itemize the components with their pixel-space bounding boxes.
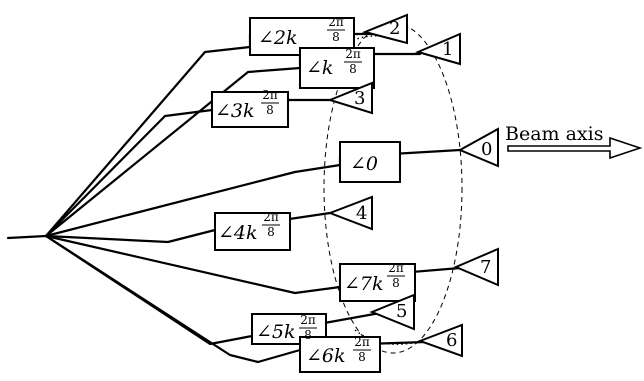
fraction-denominator: 8 [392,276,400,290]
svg-text:∠3k: ∠3k [215,100,255,122]
beam-axis: Beam axis [505,123,643,160]
svg-text:5: 5 [396,301,407,322]
antenna-7: 7 [453,247,499,287]
fraction-numerator: 2π [262,88,278,102]
svg-text:6: 6 [446,330,457,351]
fraction-denominator: 8 [332,30,340,44]
phase-shifter-6: ∠6k [299,336,381,373]
antenna-4: 4 [327,195,373,231]
svg-text:∠2k: ∠2k [258,27,298,49]
phase-shifter-0: ∠0 [339,141,401,183]
fraction-7: 2π8 [387,261,405,290]
svg-text:0: 0 [481,139,492,160]
antenna-1: 1 [415,32,461,66]
feed-line-3 [44,98,340,238]
svg-text:1: 1 [442,39,453,60]
phase-shifter-1: ∠k [299,47,375,89]
array-ring [323,22,463,354]
phase-shifter-3: ∠3k [211,91,289,128]
fraction-numerator: 2π [263,210,279,224]
fraction-denominator: 8 [267,225,275,239]
fraction-denominator: 8 [349,62,357,76]
beam-axis-arrow [507,136,643,160]
antenna-0: 0 [457,127,499,168]
svg-text:3: 3 [354,88,365,109]
fraction-numerator: 2π [345,47,361,61]
antenna-6: 6 [417,323,463,358]
svg-text:∠5k: ∠5k [256,321,296,343]
svg-text:2: 2 [389,18,400,39]
phase-shifter-4: ∠4k [214,212,291,251]
svg-text:∠6k: ∠6k [306,345,346,367]
fraction-numerator: 2π [328,15,344,29]
fraction-denominator: 8 [304,328,312,342]
fraction-denominator: 8 [358,350,366,364]
svg-text:7: 7 [480,257,491,278]
svg-text:∠7k: ∠7k [344,273,384,295]
beam-axis-label: Beam axis [505,123,603,145]
input-line [6,234,48,240]
fraction-5: 2π8 [299,313,317,342]
fraction-denominator: 8 [266,103,274,117]
antenna-3: 3 [327,81,373,115]
fraction-numerator: 2π [354,335,370,349]
antenna-2: 2 [361,13,408,45]
fraction-2: 2π8 [327,15,345,44]
phase-shifter-7: ∠7k [339,263,416,302]
svg-text:∠k: ∠k [306,57,333,79]
fraction-4: 2π8 [262,210,280,239]
fraction-1: 2π8 [344,47,362,76]
dotted-arc-bottom [354,329,419,345]
fraction-numerator: 2π [388,261,404,275]
svg-text:∠0: ∠0 [350,153,378,175]
fraction-numerator: 2π [300,313,316,327]
fraction-3: 2π8 [261,88,279,117]
antenna-5: 5 [369,293,415,331]
phase-shifter-5: ∠5k [251,313,327,345]
svg-text:∠4k: ∠4k [218,222,258,244]
fraction-6: 2π8 [353,335,371,364]
svg-text:4: 4 [356,203,367,224]
